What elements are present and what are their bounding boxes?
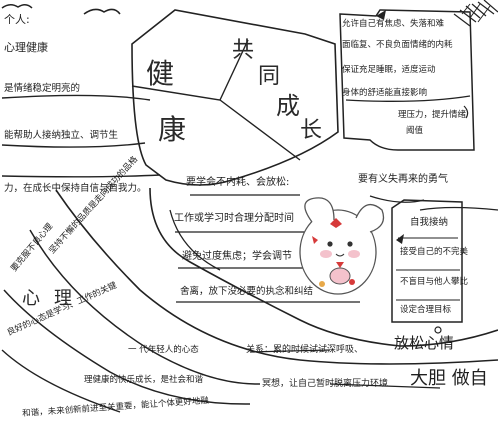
left-text-2: 能帮助人接纳独立、调节生 xyxy=(4,130,119,141)
box-text-5: 理压力，提升情绪 xyxy=(398,110,467,120)
right-box-line-3: 设定合理目标 xyxy=(400,305,452,315)
central-shape-outline xyxy=(131,9,339,186)
center-answer-1: 工作或学习时合理分配时间 xyxy=(174,213,294,224)
branch-line xyxy=(249,349,331,353)
branch-line xyxy=(1,174,161,178)
relax-line-1: 关系：累的时候试试深呼吸、 xyxy=(246,345,364,355)
scribble-doodle xyxy=(453,0,498,27)
right-box-outline xyxy=(391,199,463,323)
arrow-icon xyxy=(396,234,404,244)
center-question: 要学会不内耗、会放松: xyxy=(186,177,290,188)
mid-right-text: 要有义失再来的勇气 xyxy=(358,174,448,185)
branch-line xyxy=(345,95,471,102)
swoosh-curve xyxy=(3,289,251,405)
header-subject-label: 心理健康 xyxy=(4,41,48,54)
title-char-zhang: 长 xyxy=(300,118,323,143)
right-box-title: 自我接纳 xyxy=(410,217,449,228)
title-char-tong: 同 xyxy=(258,64,281,89)
box-text-2: 面临复、不良负面情绪的内耗 xyxy=(342,40,453,50)
scribble-doodle xyxy=(463,105,469,119)
fangsong-label: 放松心情 xyxy=(394,334,455,352)
right-box-line-1: 接受自己的不完美 xyxy=(400,247,469,257)
top-right-box-outline xyxy=(339,9,475,151)
cloud-doodle xyxy=(1,4,33,9)
xinli-label: 心理 xyxy=(22,288,86,309)
bottom-line-2: 一 代年轻人的心态 xyxy=(128,345,199,355)
cloud-doodle xyxy=(83,8,121,15)
box-text-3: 保证充足睡眠，适度运动 xyxy=(342,65,436,75)
title-char-jian: 健 xyxy=(146,57,175,90)
branch-line xyxy=(1,142,146,148)
branch-line xyxy=(329,383,441,389)
swoosh-curve xyxy=(55,189,498,365)
left-text-1: 是情绪稳定明亮的 xyxy=(4,83,81,94)
branch-line xyxy=(369,195,425,203)
bottom-line-3: 理健康的快乐成长，是社会和谐 xyxy=(84,375,204,385)
title-char-kang: 康 xyxy=(158,113,187,146)
relax-line-2: 冥想，让自己暂时脱离压力环境 xyxy=(262,379,389,389)
branch-line xyxy=(1,94,151,101)
swoosh-curve xyxy=(149,187,498,347)
center-answer-2: 避免过度焦虑；学会调节 xyxy=(182,251,292,262)
box-text-6: 阈值 xyxy=(406,126,424,136)
title-char-cheng: 成 xyxy=(276,92,300,120)
right-box-divider xyxy=(396,237,460,301)
swoosh-curve xyxy=(1,349,121,413)
center-answer-3: 舍离，放下没必要的执念和纠结 xyxy=(180,286,314,297)
swoosh-curve xyxy=(29,229,261,385)
left-text-3: 力，在成长中保持自信与自我力。 xyxy=(4,183,147,194)
box-text-1: 允许自己有焦虑、失落和难 xyxy=(342,19,445,29)
branch-line xyxy=(419,206,498,211)
box-text-4: 身体的舒适能直接影响 xyxy=(342,88,428,98)
arrow-icon xyxy=(376,10,386,20)
title-char-gong: 共 xyxy=(232,38,255,63)
swoosh-curve xyxy=(169,209,221,271)
right-box-line-2: 不盲目与他人攀比 xyxy=(400,277,469,287)
dot-doodle xyxy=(434,326,442,334)
bunny-illustration xyxy=(299,197,385,295)
bold-label: 大胆 做自 xyxy=(410,368,488,389)
header-person-label: 个人: xyxy=(4,13,30,26)
central-shape-divider xyxy=(219,39,249,101)
